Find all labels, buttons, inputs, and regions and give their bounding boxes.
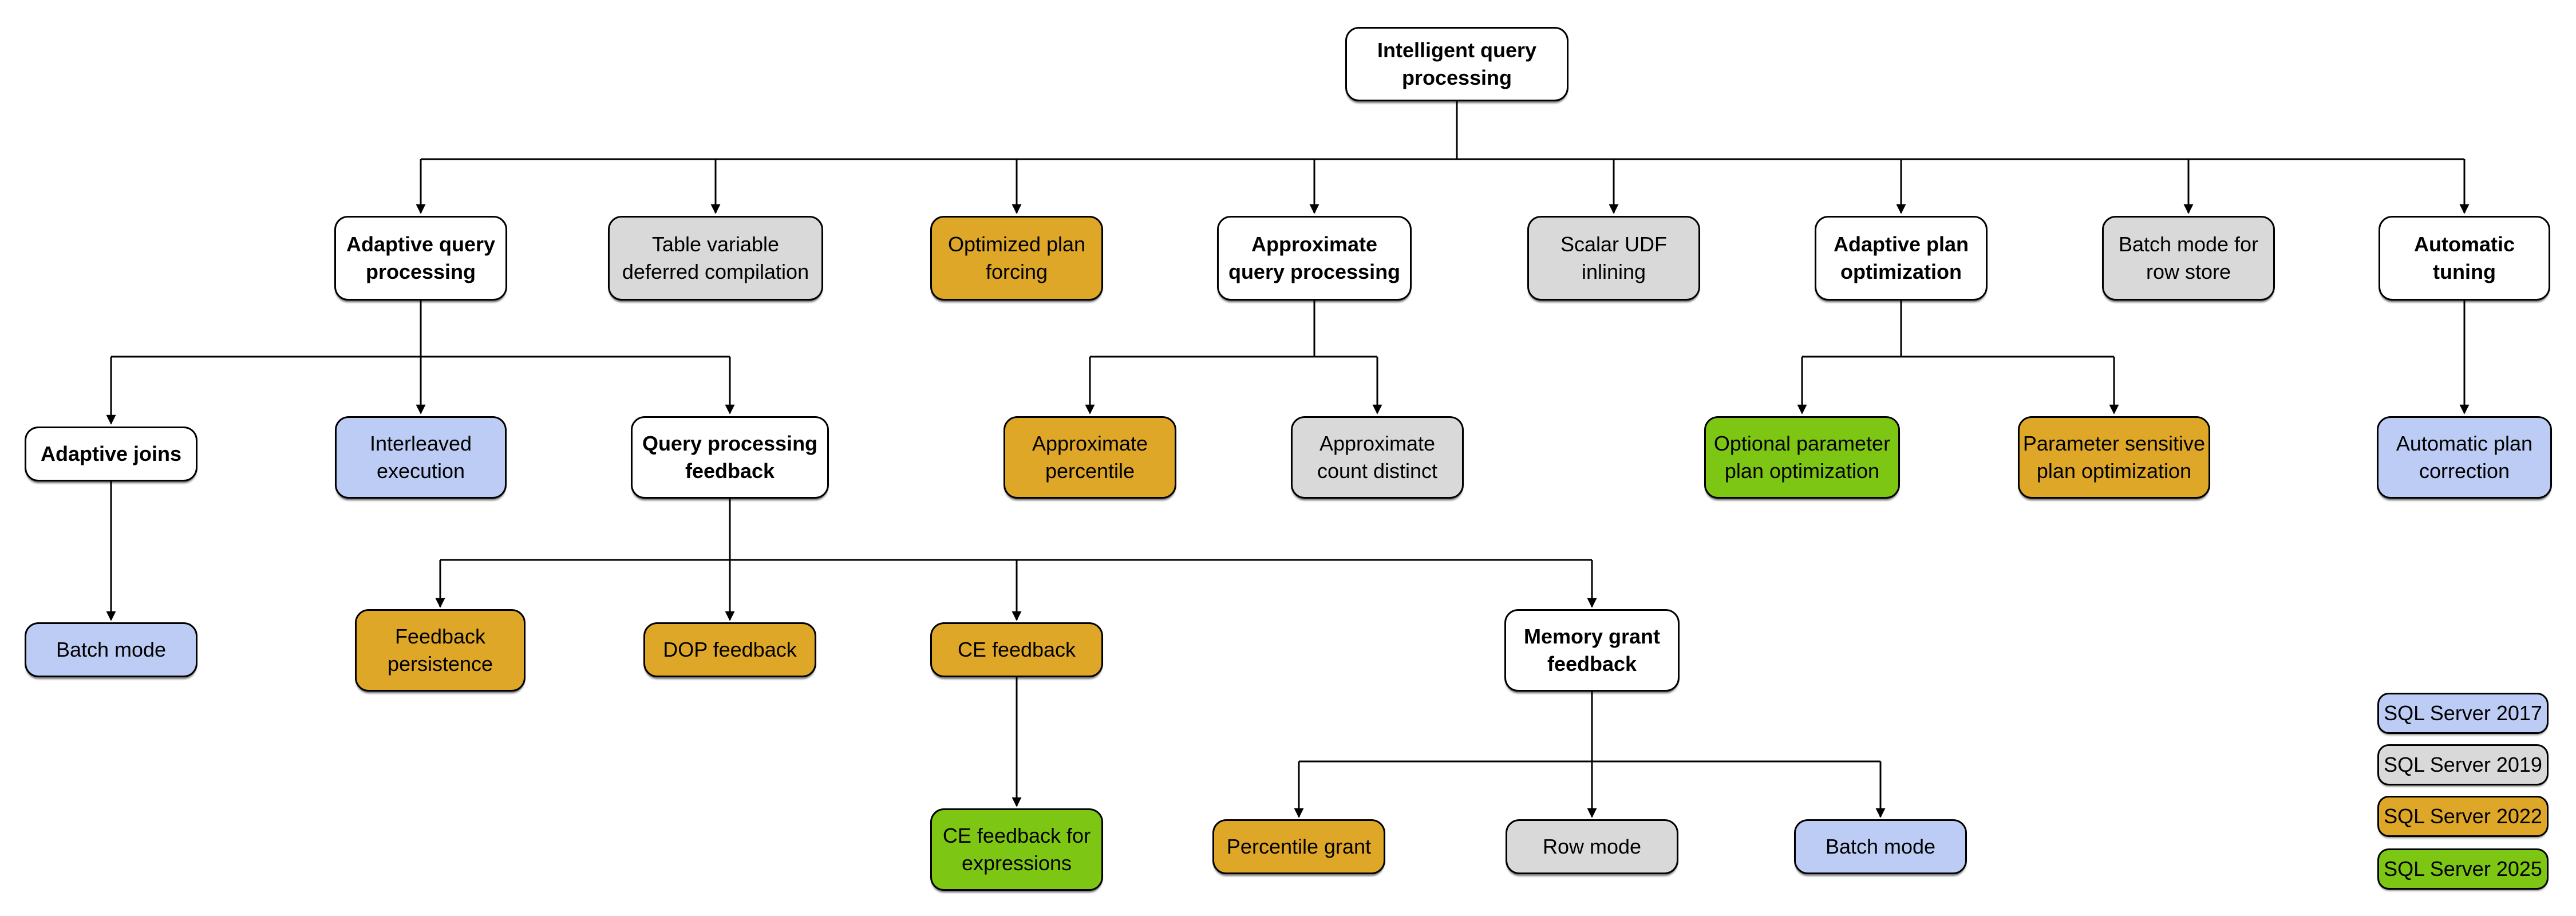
node-row-mode: Row mode: [1506, 819, 1678, 874]
node-label: Batch mode: [56, 638, 167, 661]
legend-item-sql-server-2022: SQL Server 2022: [2377, 796, 2549, 837]
node-label: Automatic tuning: [2413, 232, 2515, 283]
node-label: Interleaved execution: [369, 432, 472, 483]
node-label: Automatic plan correction: [2396, 432, 2533, 483]
node-automatic-tuning: Automatic tuning: [2379, 216, 2550, 301]
node-label: CE feedback for expressions: [942, 824, 1091, 875]
node-adaptive-query-processing: Adaptive query processing: [334, 216, 507, 301]
node-label: Optimized plan forcing: [947, 232, 1086, 283]
node-table-variable-deferred-compilation: Table variable deferred compilation: [608, 216, 823, 301]
legend-label: SQL Server 2017: [2384, 701, 2542, 725]
node-memory-grant-feedback: Memory grant feedback: [1504, 609, 1680, 692]
legend-label: SQL Server 2025: [2384, 857, 2542, 881]
node-approximate-count-distinct: Approximate count distinct: [1291, 416, 1464, 499]
node-label: DOP feedback: [663, 638, 797, 661]
node-label: Adaptive query processing: [346, 232, 496, 283]
node-label: Adaptive joins: [40, 442, 182, 465]
legend-item-sql-server-2019: SQL Server 2019: [2377, 744, 2549, 785]
node-label: CE feedback: [957, 638, 1076, 661]
node-adaptive-plan-optimization: Adaptive plan optimization: [1815, 216, 1988, 301]
node-parameter-sensitive-plan-optimization: Parameter sensitive plan optimization: [2018, 416, 2210, 499]
node-label: Approximate query processing: [1228, 232, 1401, 283]
node-label: Intelligent query processing: [1377, 38, 1537, 89]
node-intelligent-query-processing: Intelligent query processing: [1345, 27, 1568, 101]
legend-item-sql-server-2025: SQL Server 2025: [2377, 848, 2549, 890]
node-label: Feedback persistence: [387, 625, 493, 676]
node-interleaved-execution: Interleaved execution: [335, 416, 507, 499]
node-label: Parameter sensitive plan optimization: [2022, 432, 2206, 483]
node-label: Adaptive plan optimization: [1833, 232, 1969, 283]
node-label: Query processing feedback: [642, 432, 818, 483]
node-adaptive-joins: Adaptive joins: [25, 427, 197, 481]
node-ce-feedback: CE feedback: [930, 622, 1103, 677]
node-batch-mode: Batch mode: [25, 622, 197, 677]
legend-item-sql-server-2017: SQL Server 2017: [2377, 693, 2549, 734]
node-label: Memory grant feedback: [1523, 625, 1661, 676]
node-label: Percentile grant: [1226, 835, 1372, 858]
node-batch-mode-grant: Batch mode: [1794, 819, 1967, 874]
node-approximate-percentile: Approximate percentile: [1003, 416, 1176, 499]
node-feedback-persistence: Feedback persistence: [355, 609, 526, 692]
node-label: Batch mode: [1825, 835, 1936, 858]
node-dop-feedback: DOP feedback: [643, 622, 816, 677]
node-approximate-query-processing: Approximate query processing: [1217, 216, 1412, 301]
node-label: Table variable deferred compilation: [622, 232, 809, 283]
node-query-processing-feedback: Query processing feedback: [631, 416, 829, 499]
node-label: Optional parameter plan optimization: [1713, 432, 1891, 483]
node-scalar-udf-inlining: Scalar UDF inlining: [1527, 216, 1700, 301]
node-label: Batch mode for row store: [2118, 232, 2259, 283]
node-ce-feedback-for-expressions: CE feedback for expressions: [930, 808, 1103, 891]
node-label: Scalar UDF inlining: [1560, 232, 1668, 283]
node-automatic-plan-correction: Automatic plan correction: [2377, 416, 2552, 499]
node-label: Row mode: [1542, 835, 1642, 858]
node-optional-parameter-plan-optimization: Optional parameter plan optimization: [1704, 416, 1900, 499]
node-label: Approximate count distinct: [1317, 432, 1438, 483]
node-optimized-plan-forcing: Optimized plan forcing: [930, 216, 1103, 301]
node-batch-mode-for-row-store: Batch mode for row store: [2102, 216, 2275, 301]
legend-label: SQL Server 2022: [2384, 804, 2542, 828]
node-label: Approximate percentile: [1032, 432, 1148, 483]
legend-label: SQL Server 2019: [2384, 753, 2542, 776]
node-percentile-grant: Percentile grant: [1212, 819, 1385, 874]
